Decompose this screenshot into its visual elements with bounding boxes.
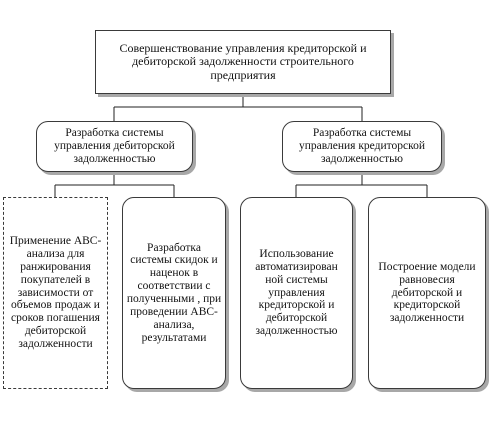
leaf-node-automated-system-text: Использование автоматизирован ной систем…	[255, 247, 338, 338]
leaf-node-automated-system: Использование автоматизирован ной систем…	[240, 197, 353, 389]
root-node-text: Совершенствование управления кредиторско…	[119, 40, 367, 82]
leaf-node-discounts-text: Разработка системы скидок и наценок в со…	[126, 241, 222, 344]
branch-node-payables-text: Разработка системы управления кредиторск…	[298, 127, 426, 165]
branch-node-receivables-text: Разработка системы управления дебиторско…	[54, 127, 175, 165]
leaf-node-balance-model-text: Построение модели равновесия дебиторской…	[378, 260, 476, 325]
leaf-node-abc-analysis: Применение ABC-анализа для ранжирования …	[3, 197, 108, 389]
branch-node-receivables: Разработка системы управления дебиторско…	[36, 121, 193, 172]
root-node: Совершенствование управления кредиторско…	[95, 30, 391, 94]
branch-node-payables: Разработка системы управления кредиторск…	[282, 121, 442, 172]
leaf-node-discounts: Разработка системы скидок и наценок в со…	[122, 197, 226, 389]
leaf-node-abc-analysis-text: Применение ABC-анализа для ранжирования …	[9, 235, 102, 351]
leaf-node-balance-model: Построение модели равновесия дебиторской…	[368, 197, 486, 389]
